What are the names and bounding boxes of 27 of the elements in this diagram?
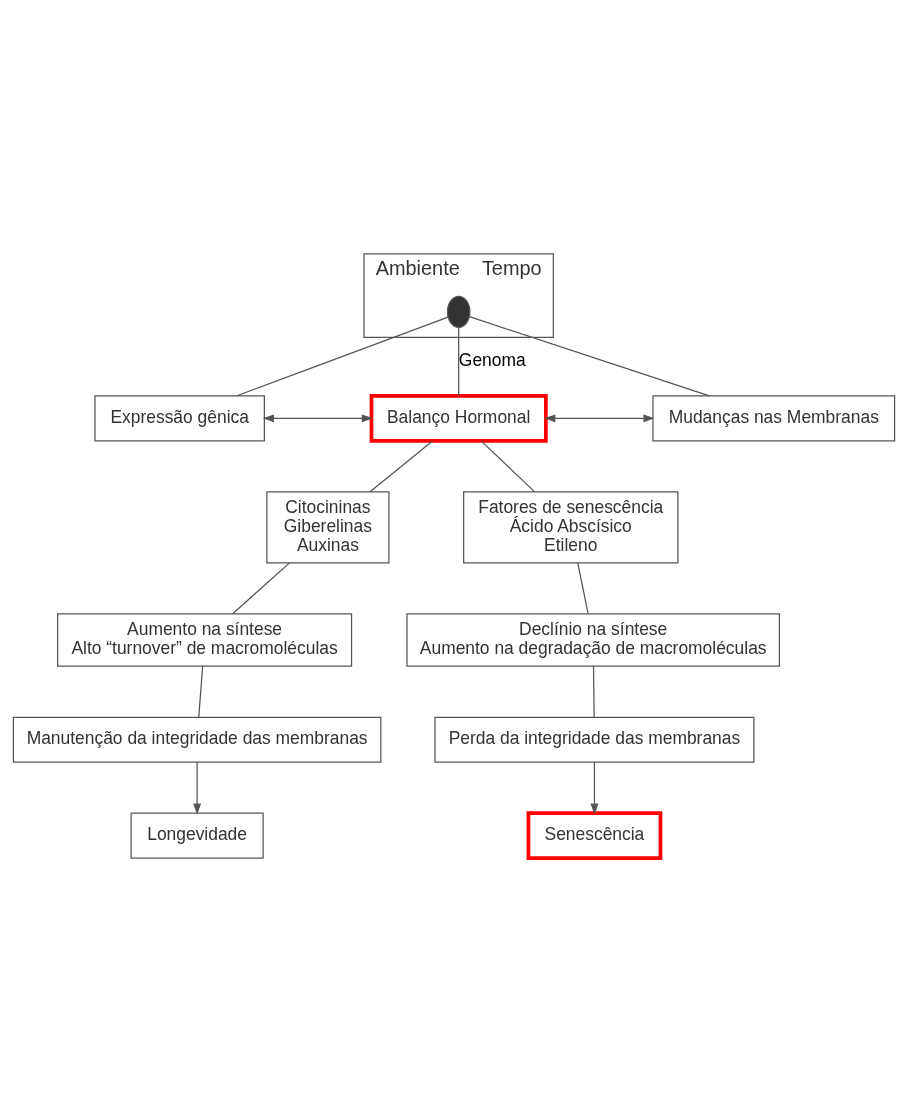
node-box: Mudanças nas Membranas [652, 395, 896, 442]
connector [232, 562, 291, 615]
connector [369, 440, 434, 493]
connector [577, 562, 589, 615]
node-box: Fatores de senescência Ácido Abscísico Etileno [463, 491, 679, 564]
connector [468, 316, 710, 397]
connector [458, 326, 460, 397]
connector [198, 665, 204, 718]
node-box: Manutenção da integridade das membranas [12, 716, 382, 763]
arrow [590, 761, 599, 815]
cluster: Ambiente Tempo [363, 253, 554, 339]
node-box: Perda da integridade das membranas [434, 716, 755, 763]
node-box: Declínio na síntese Aumento na degradação de macromoléculas [406, 613, 780, 667]
arrow [262, 414, 374, 423]
node-circle [446, 295, 471, 329]
arrow [544, 414, 655, 423]
node-box: Expressão gênica [94, 395, 265, 442]
arrow [193, 761, 202, 815]
node-box: Aumento na síntese Alto “turnover” de macromoléculas [57, 613, 353, 667]
edge-label: Genoma [458, 350, 526, 371]
connector [480, 440, 536, 493]
node-box: Longevidade [130, 812, 264, 859]
connector [592, 665, 595, 718]
connector [236, 316, 449, 397]
node-box: Senescência [526, 811, 663, 860]
node-box: Citocininas Giberelinas Auxinas [266, 491, 390, 564]
node-box: Balanço Hormonal [369, 394, 548, 443]
